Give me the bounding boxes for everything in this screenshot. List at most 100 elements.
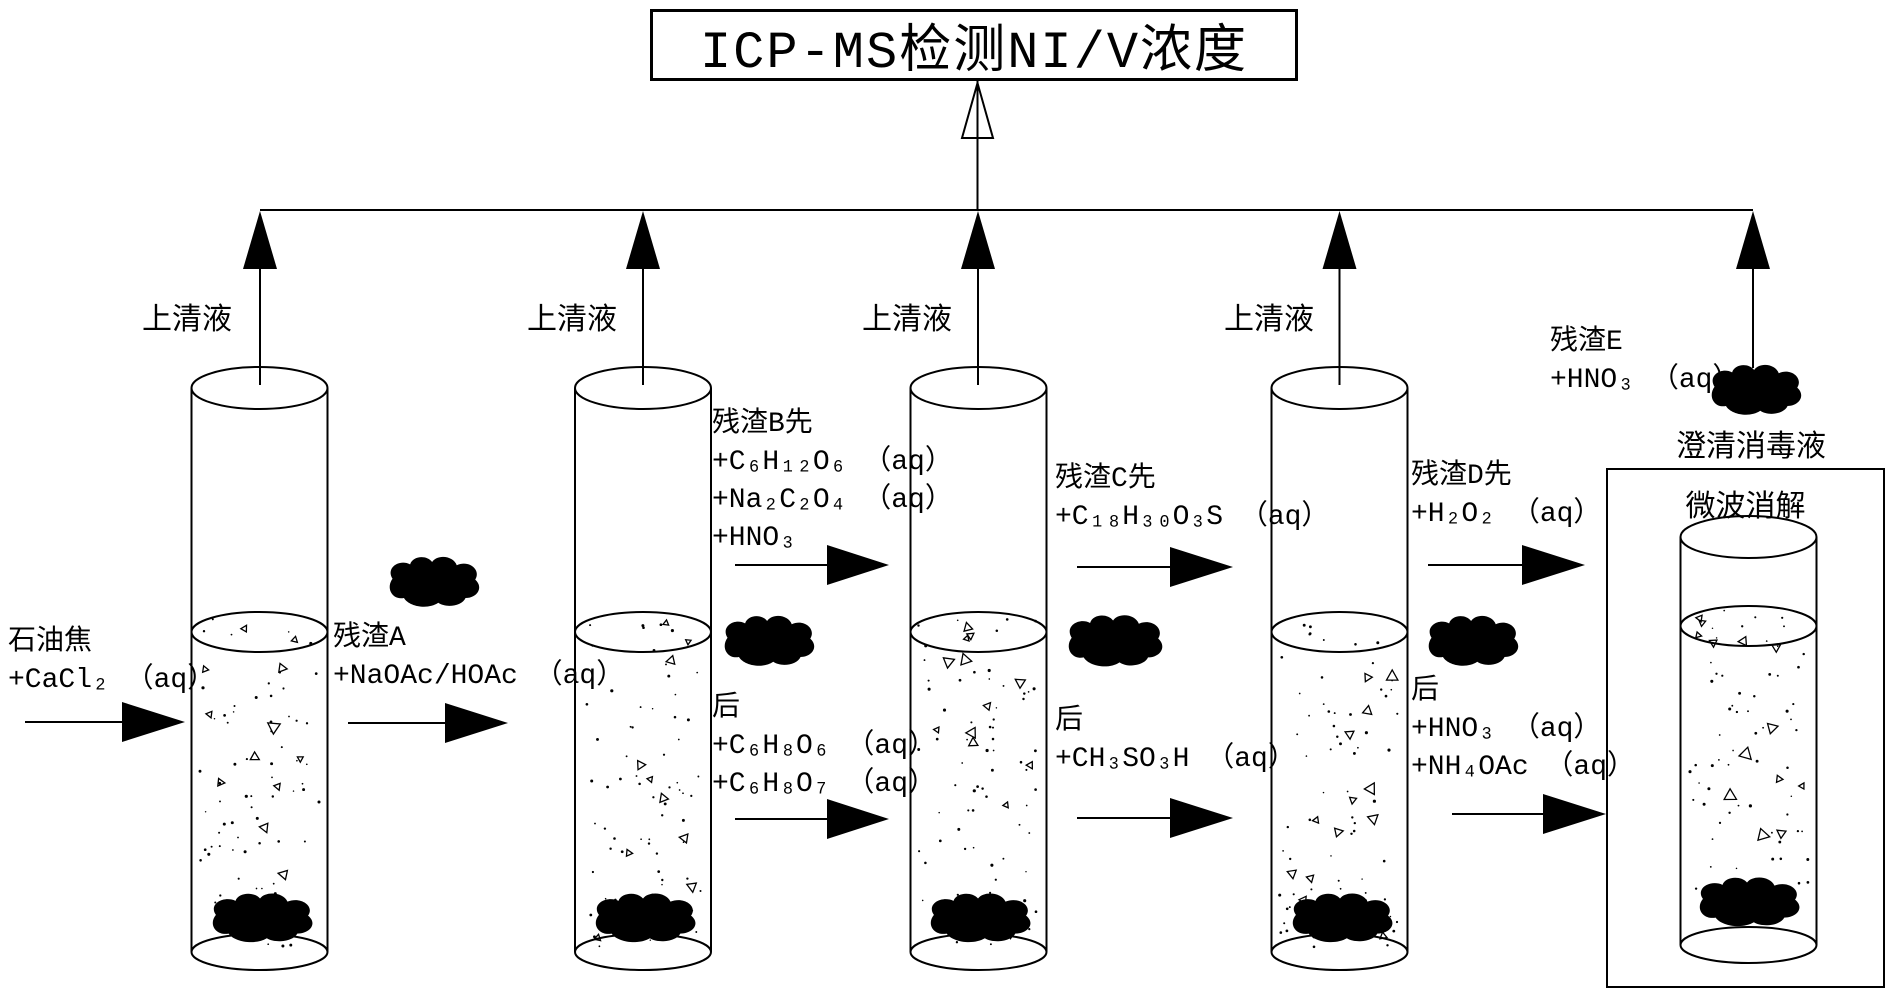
arrow-right-icon <box>1543 794 1606 834</box>
speckle-dot <box>207 852 211 856</box>
speckle-dot <box>1727 763 1730 766</box>
speckle-dot <box>1785 709 1789 713</box>
tube-liquid-surface <box>1270 611 1409 653</box>
speckle-triangle <box>296 756 305 764</box>
speckle-dot <box>665 663 667 666</box>
speckle-dot <box>201 686 205 690</box>
speckle-dot <box>1357 746 1359 749</box>
speckle-dot <box>250 927 253 930</box>
speckle-triangle <box>964 726 976 740</box>
speckle-dot <box>1352 751 1356 755</box>
speckle-dot <box>629 725 632 728</box>
step-text-line: +HNO₃ <box>712 523 797 554</box>
speckle-dot <box>609 847 612 850</box>
arrow-up-icon <box>1736 211 1770 269</box>
speckle-dot <box>1776 674 1779 677</box>
speckle-dot <box>1389 915 1392 918</box>
speckle-dot <box>277 840 281 843</box>
reagent-step-residue-e: 残渣E +HNO₃ （aq） <box>1550 324 1740 400</box>
speckle-dot <box>918 850 921 853</box>
speckle-dot <box>1320 676 1324 679</box>
speckle-triangle <box>664 654 676 666</box>
speckle-dot <box>1384 694 1388 698</box>
arrow-right-icon <box>827 799 889 839</box>
speckle-dot <box>1802 652 1805 656</box>
speckle-dot <box>199 859 202 862</box>
speckle-dot <box>603 827 607 830</box>
step-text-line: 石油焦 <box>8 627 93 658</box>
speckle-dot <box>604 897 607 900</box>
speckle-dot <box>1350 832 1353 836</box>
step-text-line: +Na₂C₂O₄ （aq） <box>712 485 953 516</box>
speckle-dot <box>988 896 991 900</box>
speckle-dot <box>981 787 984 790</box>
speckle-dot <box>972 789 976 793</box>
speckle-dot <box>661 878 664 882</box>
speckle-dot <box>1332 724 1336 728</box>
speckle-triangle <box>932 726 940 735</box>
speckle-triangle <box>650 904 660 915</box>
speckle-triangle <box>1736 635 1748 647</box>
result-title: ICP-MS检测NI/V浓度 <box>699 24 1249 83</box>
speckle-dot <box>223 714 226 717</box>
step-text-line: +C₆H₈O₇ （aq） <box>712 769 937 800</box>
speckle-dot <box>293 915 295 917</box>
speckle-triangle <box>1708 639 1719 649</box>
speckle-dot <box>686 718 690 722</box>
arrow-right-icon <box>445 703 508 743</box>
speckle-dot <box>1694 763 1697 767</box>
speckle-dot <box>218 845 221 848</box>
supernatant-label-2: 上清液 <box>527 305 617 339</box>
speckle-dot <box>995 707 998 709</box>
speckle-dot <box>662 901 665 904</box>
tube-liquid-surface <box>190 611 329 653</box>
speckle-dot <box>587 669 589 671</box>
speckle-dot <box>921 899 924 902</box>
speckle-dot <box>923 659 926 662</box>
speckle-dot <box>924 644 928 648</box>
speckle-dot <box>988 725 992 729</box>
speckle-dot <box>989 943 992 946</box>
speckle-dot <box>631 726 634 729</box>
speckle-dot <box>1346 790 1349 793</box>
speckle-dot <box>598 945 601 948</box>
speckle-dot <box>979 913 983 917</box>
speckle-dot <box>213 718 216 720</box>
speckle-dot <box>1795 728 1798 732</box>
speckle-dot <box>1745 912 1748 915</box>
speckle-dot <box>1371 661 1375 665</box>
speckle-dot <box>1741 625 1744 628</box>
speckle-dot <box>682 792 684 795</box>
speckle-dot <box>1364 891 1367 894</box>
speckle-dot <box>222 822 226 826</box>
speckle-dot <box>589 624 592 627</box>
speckle-dot <box>1361 878 1363 880</box>
supernatant-arrow-4 <box>1322 211 1357 385</box>
speckle-dot <box>1280 655 1284 659</box>
speckle-triangle <box>278 662 289 674</box>
speckle-dot <box>305 722 309 725</box>
supernatant-label-3: 上清液 <box>862 305 952 339</box>
speckle-dot <box>990 863 994 867</box>
process-arrow-feed <box>25 702 185 742</box>
speckle-dot <box>1019 760 1023 764</box>
speckle-dot <box>1338 902 1341 905</box>
speckle-dot <box>1737 804 1740 807</box>
speckle-dot <box>281 944 285 948</box>
speckle-dot <box>1028 928 1031 931</box>
residue-blob-d <box>1428 615 1519 666</box>
speckle-triangle <box>654 927 669 941</box>
speckle-dot <box>1327 710 1331 713</box>
speckle-dot <box>1018 823 1021 826</box>
speckle-triangle <box>592 932 602 942</box>
speckle-dot <box>676 781 679 784</box>
reagent-step-feed: 石油焦 +CaCl₂ （aq） <box>8 624 215 700</box>
speckle-dot <box>606 920 609 924</box>
speckle-dot <box>1025 804 1028 807</box>
arrow-right-icon <box>122 702 185 742</box>
speckle-dot <box>954 784 957 787</box>
speckle-dot <box>699 889 702 893</box>
speckle-dot <box>1790 718 1792 721</box>
speckle-dot <box>1002 684 1005 687</box>
